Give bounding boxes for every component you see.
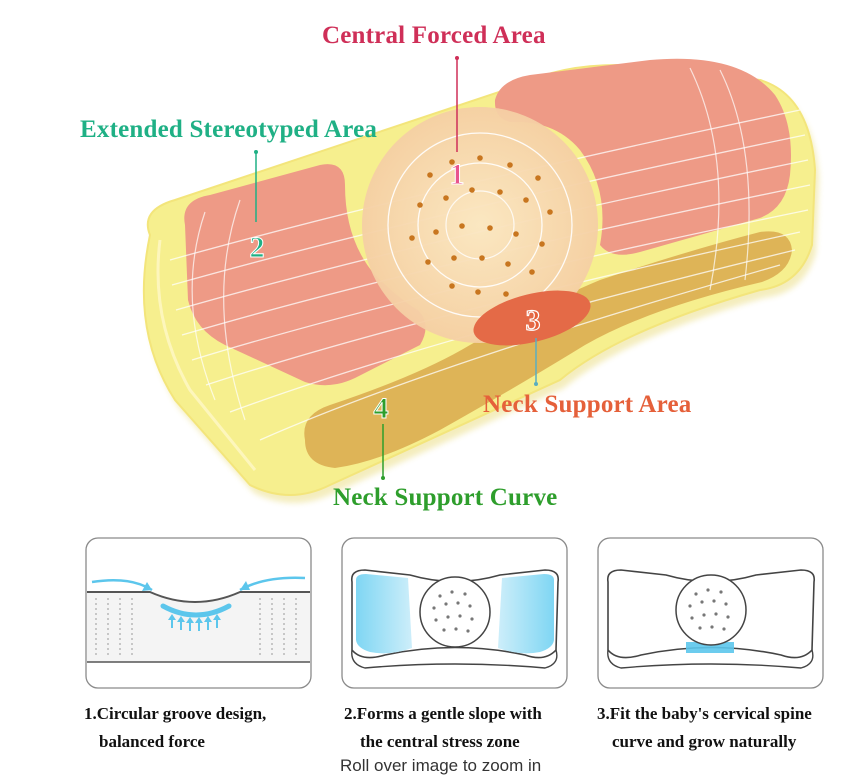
feature-caption-1: 1.Circular groove design, balanced force bbox=[84, 700, 266, 756]
feature-caption-2-line1: 2.Forms a gentle slope with bbox=[344, 704, 542, 723]
callout-neck-support-area: Neck Support Area bbox=[483, 391, 692, 418]
callout-central-forced-area: Central Forced Area bbox=[322, 22, 546, 49]
feature-caption-1-line2: balanced force bbox=[99, 732, 205, 751]
feature-caption-2: 2.Forms a gentle slope with the central … bbox=[344, 700, 542, 756]
pillow-illustration bbox=[142, 58, 819, 503]
leader-lines bbox=[254, 56, 538, 480]
marker-4: 4 bbox=[374, 392, 389, 425]
feature-caption-3: 3.Fit the baby's cervical spine curve an… bbox=[597, 700, 812, 756]
marker-2: 2 bbox=[250, 231, 265, 264]
central-forced-region bbox=[362, 107, 598, 343]
marker-1: 1 bbox=[450, 158, 465, 191]
extended-stereotyped-region-right bbox=[494, 58, 791, 255]
feature-caption-3-line1: 3.Fit the baby's cervical spine bbox=[597, 704, 812, 723]
feature-caption-2-line2: the central stress zone bbox=[360, 732, 520, 751]
marker-3: 3 bbox=[526, 304, 541, 337]
neck-support-region bbox=[473, 290, 591, 346]
feature-panel-1 bbox=[85, 537, 312, 689]
callout-extended-stereotyped-area: Extended Stereotyped Area bbox=[80, 116, 378, 143]
feature-caption-1-line1: 1.Circular groove design, bbox=[84, 704, 267, 723]
zoom-hint: Roll over image to zoom in bbox=[340, 756, 542, 775]
callout-neck-support-curve: Neck Support Curve bbox=[333, 484, 558, 511]
neck-support-curve-region bbox=[304, 231, 792, 468]
feature-panel-3 bbox=[597, 537, 824, 689]
feature-panel-2 bbox=[341, 537, 568, 689]
feature-caption-3-line2: curve and grow naturally bbox=[612, 732, 797, 751]
